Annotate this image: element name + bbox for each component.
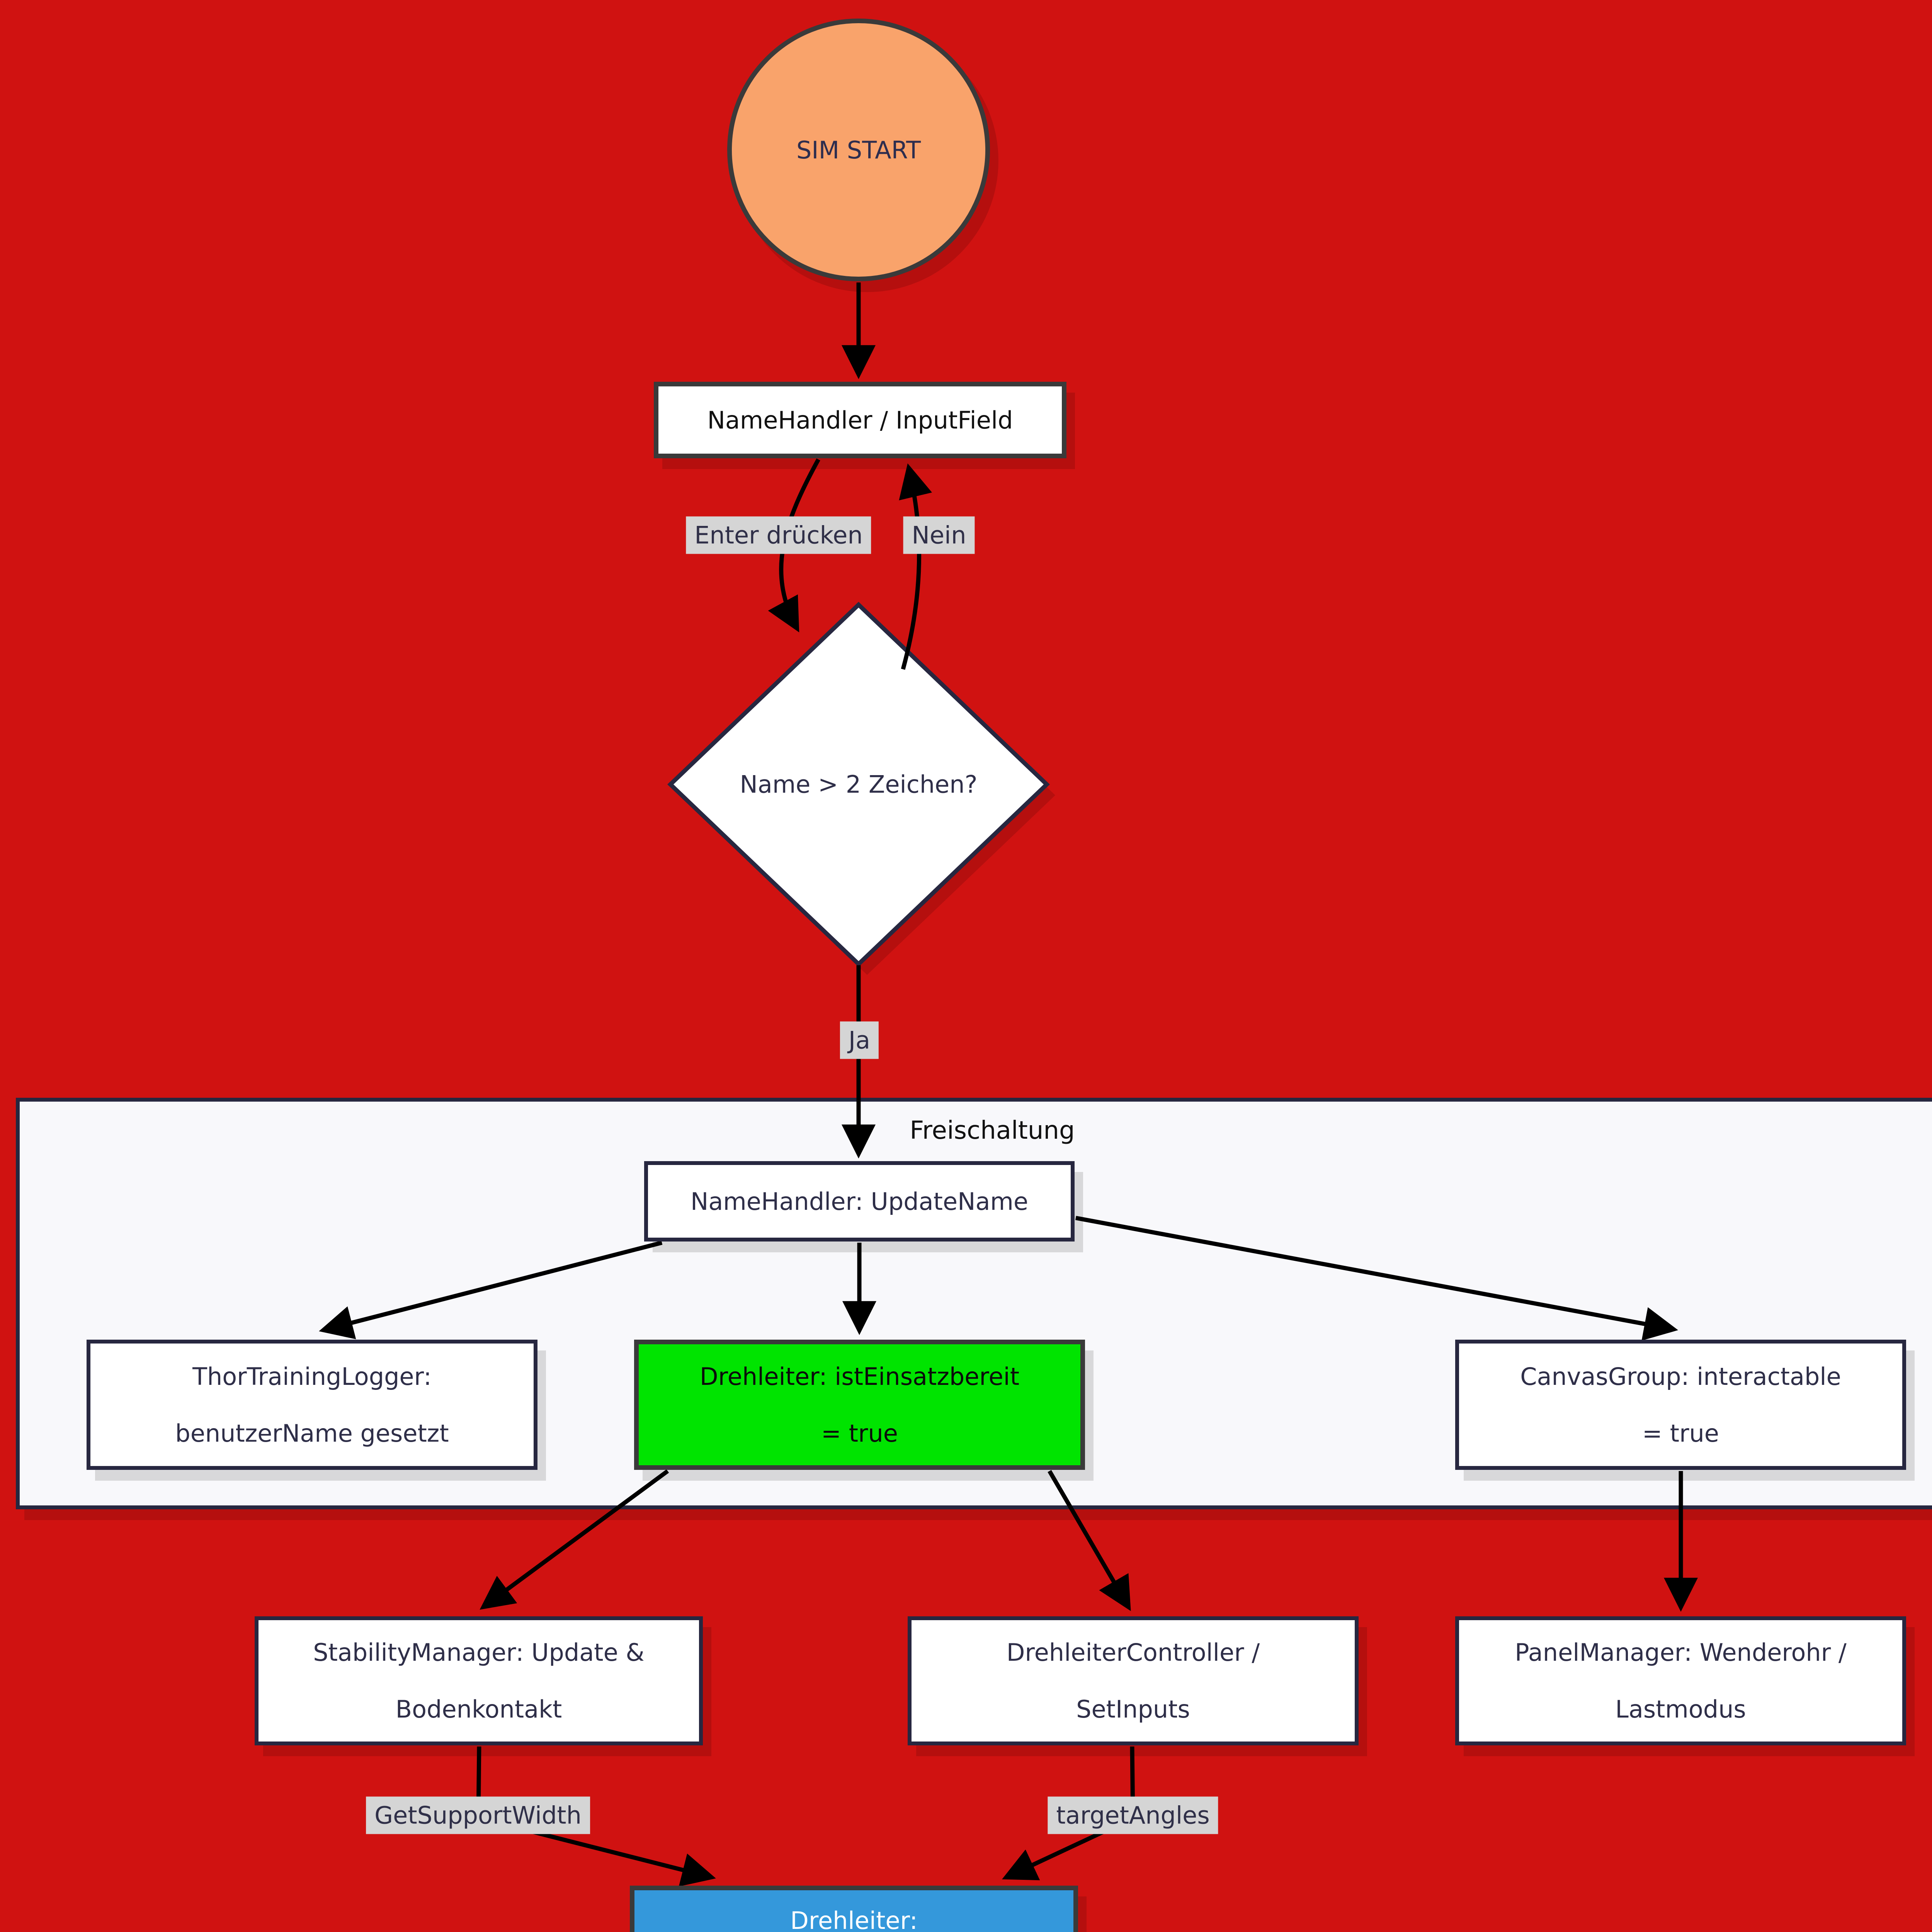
edge-label-enter-druecken: Enter drücken <box>686 516 871 554</box>
edge-ready-to-controller <box>1048 1470 1131 1611</box>
drehleitercontroller-node: DrehleiterController / SetInputs <box>908 1616 1359 1745</box>
canvasgroup-node: CanvasGroup: interactable = true <box>1455 1340 1906 1470</box>
namehandler-inputfield-label: NameHandler / InputField <box>707 406 1013 434</box>
updatename-label: NameHandler: UpdateName <box>690 1187 1028 1216</box>
sim-start-node: SIM START <box>727 19 990 281</box>
thortraininglogger-line1: ThorTrainingLogger: <box>192 1362 432 1391</box>
edge-decision-to-input-nein <box>899 463 932 670</box>
updatename-node: NameHandler: UpdateName <box>644 1161 1075 1242</box>
canvasgroup-line1: CanvasGroup: interactable <box>1520 1362 1841 1391</box>
namehandler-inputfield-node: NameHandler / InputField <box>654 382 1066 458</box>
edge-label-ja: Ja <box>840 1021 879 1059</box>
edge-update-to-thor <box>319 1240 663 1339</box>
reichweitenberechnung-line1: Drehleiter: <box>790 1906 918 1932</box>
decision-label: Name > 2 Zeichen? <box>740 770 978 799</box>
drehleitercontroller-line1: DrehleiterController / <box>1006 1638 1260 1667</box>
panelmanager-line2: Lastmodus <box>1615 1695 1746 1723</box>
canvasgroup-line2: = true <box>1642 1419 1719 1447</box>
edge-label-getsupportwidth: GetSupportWidth <box>366 1796 590 1834</box>
isteinsatzbereit-node: Drehleiter: istEinsatzbereit = true <box>634 1340 1085 1470</box>
stabilitymanager-line1: StabilityManager: Update & <box>313 1638 645 1667</box>
edge-label-nein: Nein <box>903 516 975 554</box>
edge-label-targetangles: targetAngles <box>1048 1796 1218 1834</box>
panelmanager-node: PanelManager: Wenderohr / Lastmodus <box>1455 1616 1906 1745</box>
sim-start-label: SIM START <box>796 136 921 164</box>
stabilitymanager-line2: Bodenkontakt <box>395 1695 562 1723</box>
subgraph-title: Freischaltung <box>910 1116 1075 1145</box>
drehleitercontroller-line2: SetInputs <box>1076 1695 1190 1723</box>
decision-diamond <box>667 602 1050 967</box>
isteinsatzbereit-line2: = true <box>821 1419 898 1447</box>
edge-update-to-canvasgroup <box>1075 1216 1678 1341</box>
stabilitymanager-node: StabilityManager: Update & Bodenkontakt <box>255 1616 703 1745</box>
edge-ready-to-stability <box>480 1469 669 1610</box>
panelmanager-line1: PanelManager: Wenderohr / <box>1515 1638 1847 1667</box>
reichweitenberechnung-node: Drehleiter: Reichweitenberechnung <box>630 1886 1078 1932</box>
thortraininglogger-line2: benutzerName gesetzt <box>175 1419 449 1447</box>
thortraininglogger-node: ThorTrainingLogger: benutzerName gesetzt <box>87 1340 537 1470</box>
isteinsatzbereit-line1: Drehleiter: istEinsatzbereit <box>699 1362 1020 1391</box>
